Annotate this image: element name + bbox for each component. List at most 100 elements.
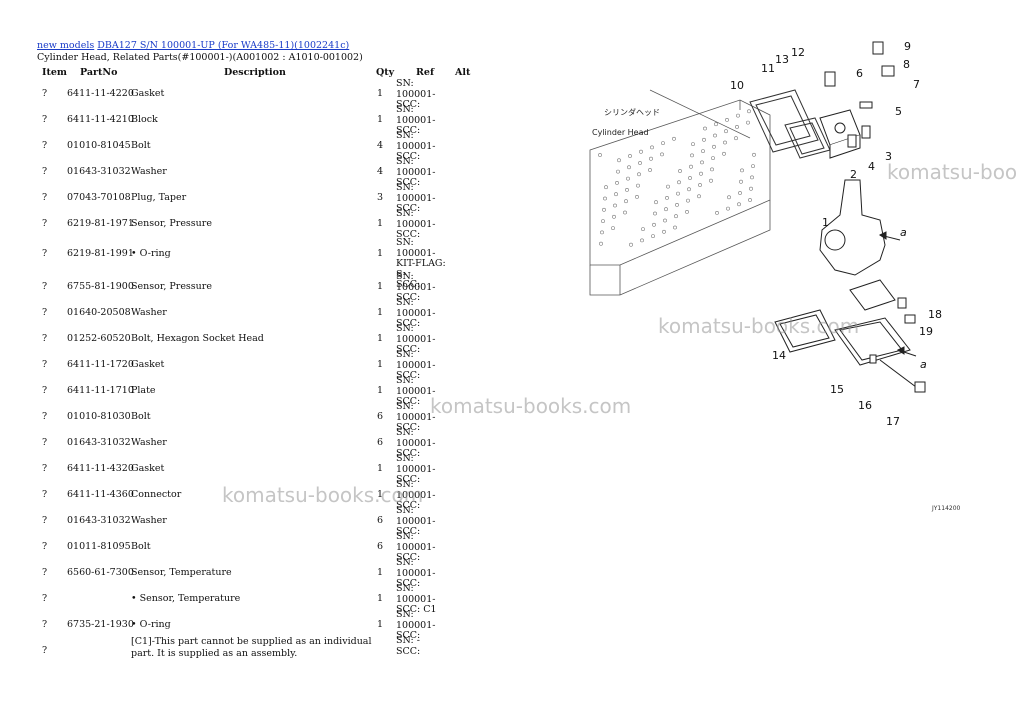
callout-14: 14 — [772, 349, 786, 362]
sensor-18-19 — [897, 297, 916, 324]
texture-dot — [598, 153, 602, 157]
texture-dot — [749, 186, 753, 191]
callout-4: 4 — [868, 160, 875, 173]
item-cell: ? — [42, 281, 48, 292]
breadcrumb-new-models-link[interactable]: new models — [37, 40, 95, 51]
breadcrumb-model-link[interactable]: DBA127 S/N 100001-UP (For WA485-11)(1002… — [97, 40, 350, 51]
qty-cell: 1 — [377, 88, 384, 99]
description-cell: Gasket — [131, 359, 165, 370]
texture-dot — [750, 175, 754, 180]
texture-dot — [725, 118, 729, 122]
texture-dot — [746, 120, 750, 125]
ref-cell: SN: 100001- SCC: — [396, 479, 436, 511]
cylinder-head-jp-label: シリンダヘッド — [604, 107, 660, 117]
texture-dot — [648, 168, 652, 172]
callout-13: 13 — [775, 53, 789, 66]
texture-dot — [715, 210, 719, 215]
ref-cell: SN: 100001- SCC: — [396, 401, 436, 433]
exploded-diagram: シリンダヘッド Cylinder Head — [589, 40, 961, 512]
ref-cell: SN: 100001- SCC: — [396, 271, 436, 303]
ref-cell: SN: 100001- SCC: — [396, 349, 436, 381]
texture-dot — [734, 136, 738, 141]
texture-dot — [624, 199, 628, 204]
texture-dot — [641, 227, 645, 232]
texture-dot — [710, 167, 714, 172]
note-row: ?[C1]-This part cannot be supplied as an… — [0, 635, 480, 662]
partno-cell: 6755-81-1900 — [67, 281, 134, 292]
qty-cell: 1 — [377, 359, 384, 370]
texture-dot — [709, 178, 713, 183]
texture-dot — [651, 234, 655, 239]
ref-cell: SN: 100001- SCC: — [396, 453, 436, 485]
item-cell: ? — [42, 140, 48, 151]
qty-cell: 6 — [377, 437, 384, 448]
ref-cell: SN: 100001- SCC: — [396, 323, 436, 355]
texture-dot — [688, 176, 692, 180]
ref-cell: SN: - SCC: — [396, 635, 421, 657]
description-cell: • Sensor, Temperature — [131, 593, 241, 604]
bolt-17 — [869, 354, 926, 393]
texture-dot — [665, 195, 669, 200]
texture-dot — [636, 183, 640, 188]
texture-dot — [603, 196, 607, 201]
texture-dot — [724, 129, 728, 134]
description-cell: Connector — [131, 489, 182, 500]
texture-dot — [675, 202, 679, 207]
texture-dot — [687, 187, 691, 192]
ref-cell: SN: 100001- SCC: — [396, 375, 436, 407]
gasket-14 — [774, 309, 836, 353]
texture-dot — [703, 126, 707, 131]
texture-dot — [664, 207, 668, 212]
texture-dot — [736, 113, 740, 118]
col-header-qty: Qty — [376, 67, 395, 78]
item-cell: ? — [42, 489, 48, 500]
description-cell: Washer — [131, 307, 167, 318]
partno-cell: 01643-31032 — [67, 166, 131, 177]
texture-dot — [601, 219, 605, 224]
description-cell: • O-ring — [131, 619, 171, 630]
qty-cell: 4 — [377, 140, 384, 151]
partno-cell: 01643-31032 — [67, 437, 131, 448]
texture-dot — [714, 122, 718, 127]
partno-cell: 01010-81045 — [67, 140, 131, 151]
texture-dot — [616, 169, 620, 174]
figure-code: JY114200 — [931, 505, 961, 512]
ref-cell: SN: 100001- SCC: — [396, 182, 436, 214]
texture-dot — [612, 214, 616, 219]
item-cell: ? — [42, 114, 48, 125]
texture-dot — [748, 198, 752, 202]
texture-dot — [628, 154, 632, 158]
texture-dot — [723, 140, 727, 145]
texture-dot — [686, 198, 690, 203]
texture-dot — [713, 133, 717, 138]
partno-cell: 01252-60520 — [67, 333, 131, 344]
texture-dot — [660, 152, 664, 157]
qty-cell: 6 — [377, 411, 384, 422]
callout-11: 11 — [761, 62, 775, 75]
texture-dot — [639, 149, 643, 154]
partno-cell: 01011-81095 — [67, 541, 131, 552]
qty-cell: 6 — [377, 515, 384, 526]
ref-cell: SN: 100001- SCC: — [396, 130, 436, 162]
ref-cell: SN: 100001- SCC: — [396, 531, 436, 563]
qty-cell: 1 — [377, 385, 384, 396]
callout-18: 18 — [928, 308, 942, 321]
texture-dot — [604, 185, 608, 190]
texture-dot — [663, 218, 667, 223]
callout-19: 19 — [919, 325, 933, 338]
texture-dot — [673, 225, 677, 230]
texture-dot — [661, 141, 665, 146]
texture-dot — [698, 183, 702, 187]
description-cell: Block — [131, 114, 158, 125]
texture-dot — [662, 229, 666, 234]
qty-cell: 6 — [377, 541, 384, 552]
texture-dot — [752, 152, 756, 157]
item-cell: ? — [42, 248, 48, 259]
texture-dot — [697, 194, 701, 199]
